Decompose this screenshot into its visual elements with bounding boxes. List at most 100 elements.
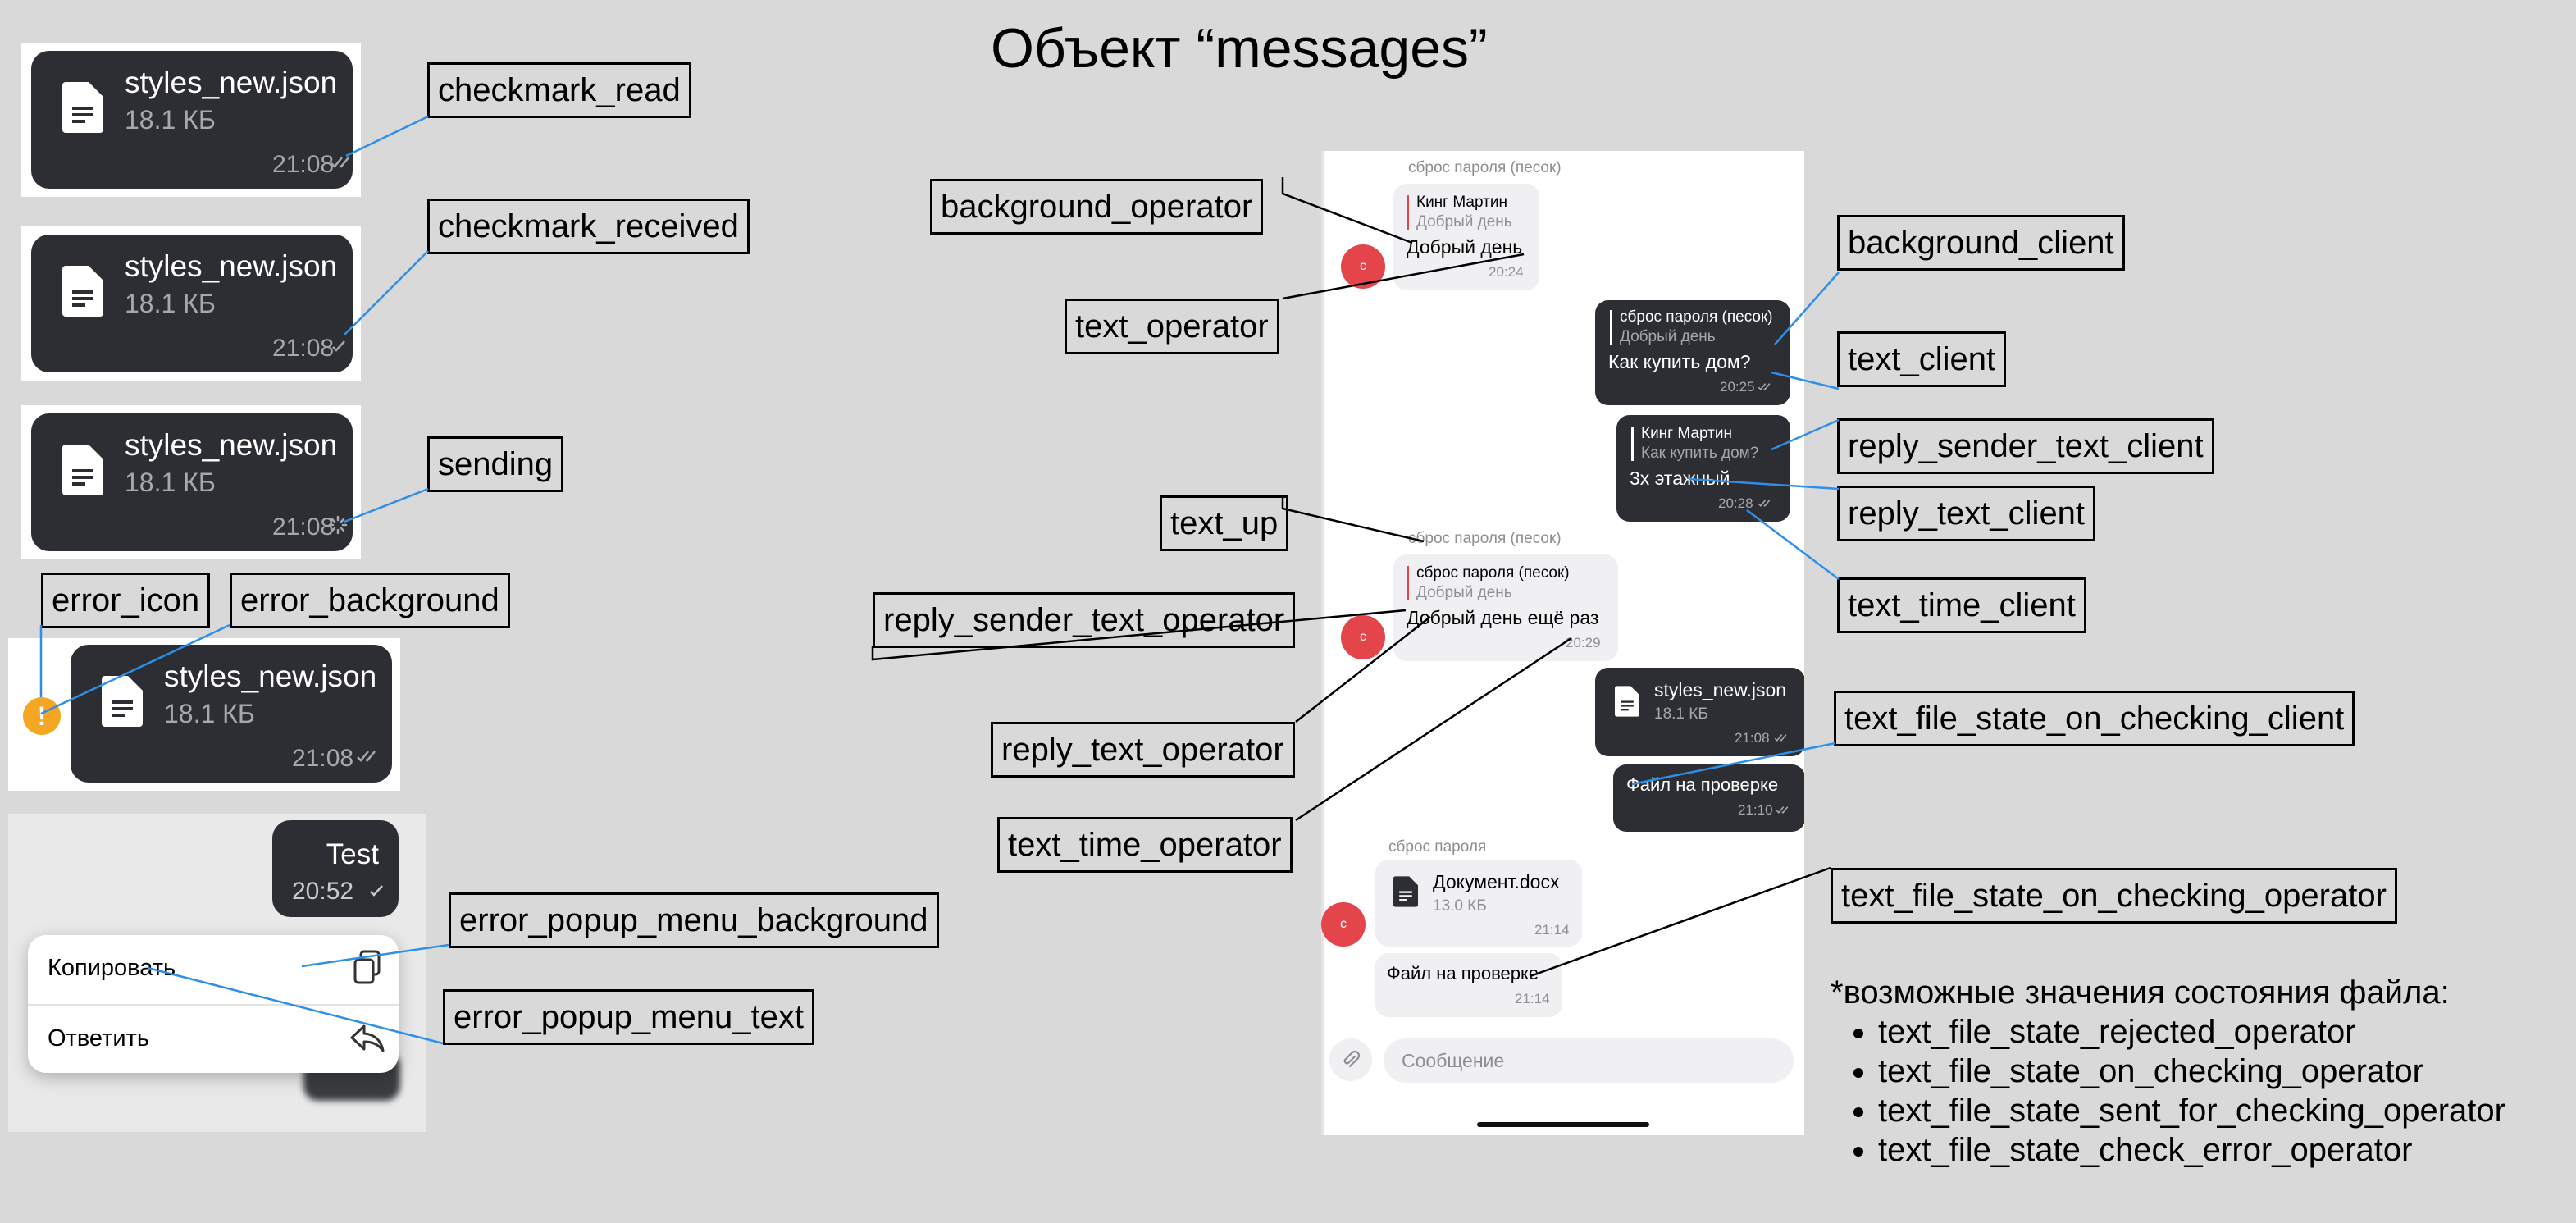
reply-sender: Кинг Мартин [1641, 425, 1732, 442]
copy-icon [353, 950, 381, 984]
file-card-received-panel: styles_new.json 18.1 КБ 21:08 [21, 226, 361, 381]
reply-quote-bar [1407, 195, 1409, 230]
label-text-client: text_client [1837, 331, 2007, 387]
label-background-operator: background_operator [930, 179, 1264, 235]
file-time: 21:08 [272, 335, 335, 362]
label-checkmark-read: checkmark_read [427, 62, 691, 118]
menu-item-copy[interactable]: Копировать [28, 935, 399, 1006]
reply-sender: сброс пароля (песок) [1620, 308, 1773, 326]
document-icon [62, 266, 103, 317]
file-card-read-panel: styles_new.json 18.1 КБ 21:08 [21, 43, 361, 197]
text-up: сброс пароля (песок) [1408, 530, 1562, 547]
document-icon [62, 445, 103, 495]
label-reply-sender-text-client: reply_sender_text_client [1837, 418, 2214, 474]
file-name: styles_new.json [1654, 679, 1787, 700]
document-icon [1615, 686, 1639, 717]
menu-item-reply[interactable]: Ответить [28, 1006, 399, 1073]
label-text-time-client: text_time_client [1837, 577, 2086, 633]
document-icon [102, 676, 143, 727]
reply-text: Как купить дом? [1641, 445, 1759, 462]
note-item: text_file_state_on_checking_operator [1878, 1052, 2505, 1091]
reply-text: Добрый день [1416, 584, 1512, 601]
file-time: 21:08 [272, 513, 335, 541]
label-sending: sending [427, 436, 564, 492]
label-background-client: background_client [1837, 215, 2125, 271]
spinner-icon [328, 515, 348, 535]
file-time: 21:08 [292, 745, 354, 772]
popup-menu-panel: Test 20:52 Копировать Ответить [8, 814, 426, 1132]
message-text: Test [326, 838, 379, 870]
file-bubble[interactable]: styles_new.json 18.1 КБ 21:08 [71, 645, 392, 783]
double-check-icon [331, 157, 349, 168]
file-name: styles_new.json [125, 249, 338, 283]
reply-icon [350, 1024, 385, 1052]
attach-button[interactable] [1329, 1038, 1372, 1081]
operator-file-bubble[interactable]: Документ.docx 13.0 КБ 21:14 [1375, 860, 1582, 947]
file-time: 21:08 [272, 151, 335, 178]
client-bubble[interactable]: Кинг Мартин Как купить дом? 3х этажный 2… [1616, 415, 1790, 522]
label-reply-sender-text-operator: reply_sender_text_operator [873, 592, 1296, 648]
operator-avatar[interactable]: с [1321, 902, 1366, 947]
message-bubble[interactable]: Test 20:52 [272, 820, 399, 917]
menu-item-label: Ответить [48, 1025, 149, 1052]
message-input[interactable]: Сообщение [1384, 1038, 1794, 1083]
file-name: styles_new.json [125, 428, 338, 462]
message-text: Добрый день ещё раз [1407, 607, 1599, 628]
label-checkmark-received: checkmark_received [427, 199, 750, 254]
double-check-icon [1774, 734, 1787, 742]
client-file-bubble[interactable]: styles_new.json 18.1 КБ 21:08 [1595, 668, 1804, 756]
menu-item-label: Копировать [48, 955, 176, 981]
paperclip-icon [1343, 1050, 1361, 1068]
file-bubble[interactable]: styles_new.json 18.1 КБ 21:08 [31, 51, 353, 189]
operator-avatar[interactable]: с [1341, 244, 1385, 289]
page-title: Объект “messages” [991, 17, 1488, 80]
file-card-error-panel: ! styles_new.json 18.1 КБ 21:08 [8, 638, 400, 791]
label-reply-text-operator: reply_text_operator [991, 722, 1295, 778]
note-item: text_file_state_sent_for_checking_operat… [1878, 1091, 2505, 1130]
label-error-background: error_background [230, 573, 510, 628]
warning-icon[interactable]: ! [23, 697, 61, 735]
message-input-placeholder: Сообщение [1402, 1050, 1505, 1071]
document-icon [1393, 876, 1418, 907]
client-file-state-bubble[interactable]: Файл на проверке 21:10 [1613, 764, 1804, 832]
note-item: text_file_state_check_error_operator [1878, 1130, 2505, 1170]
reply-sender: Кинг Мартин [1416, 194, 1507, 211]
text-up: сброс пароля (песок) [1408, 159, 1562, 176]
reply-quote-bar [1610, 310, 1612, 345]
label-error-icon: error_icon [41, 573, 211, 628]
client-bubble[interactable]: сброс пароля (песок) Добрый день Как куп… [1595, 300, 1790, 405]
file-name: styles_new.json [164, 659, 377, 693]
operator-avatar[interactable]: с [1341, 615, 1385, 659]
operator-file-state-bubble[interactable]: Файл на проверке 21:14 [1375, 953, 1562, 1017]
file-time: 21:14 [1534, 922, 1570, 938]
double-check-icon [1758, 383, 1771, 390]
reply-text: Добрый день [1620, 328, 1716, 345]
file-state-note: *возможные значения состояния файла: tex… [1831, 973, 2505, 1170]
label-text-file-state-on-checking-client: text_file_state_on_checking_client [1834, 691, 2355, 746]
label-reply-text-client: reply_text_client [1837, 486, 2096, 541]
label-text-time-operator: text_time_operator [997, 817, 1293, 873]
check-icon [332, 340, 345, 352]
note-item: text_file_state_rejected_operator [1878, 1012, 2505, 1052]
file-time: 21:08 [1735, 730, 1770, 746]
label-error-popup-menu-background: error_popup_menu_background [449, 892, 939, 948]
file-state-time: 21:14 [1515, 991, 1550, 1006]
file-size: 13.0 КБ [1433, 897, 1487, 915]
message-text: Как купить дом? [1608, 351, 1751, 372]
message-text: 3х этажный [1630, 468, 1730, 489]
message-text: Добрый день [1407, 236, 1523, 258]
file-name: Документ.docx [1433, 871, 1560, 892]
file-bubble[interactable]: styles_new.json 18.1 КБ 21:08 [31, 413, 353, 551]
operator-bubble[interactable]: сброс пароля (песок) Добрый день Добрый … [1393, 554, 1618, 661]
popup-menu: Копировать Ответить [28, 935, 399, 1073]
file-bubble[interactable]: styles_new.json 18.1 КБ 21:08 [31, 235, 353, 372]
double-check-icon [1758, 500, 1771, 507]
label-error-popup-menu-text: error_popup_menu_text [443, 989, 814, 1045]
text-up: сброс пароля [1388, 838, 1487, 856]
operator-bubble[interactable]: Кинг Мартин Добрый день Добрый день 20:2… [1393, 184, 1539, 290]
label-text-up: text_up [1160, 495, 1289, 551]
reply-sender: сброс пароля (песок) [1416, 564, 1570, 582]
file-size: 18.1 КБ [125, 289, 216, 318]
message-time: 20:52 [292, 878, 354, 905]
check-icon [370, 885, 383, 897]
